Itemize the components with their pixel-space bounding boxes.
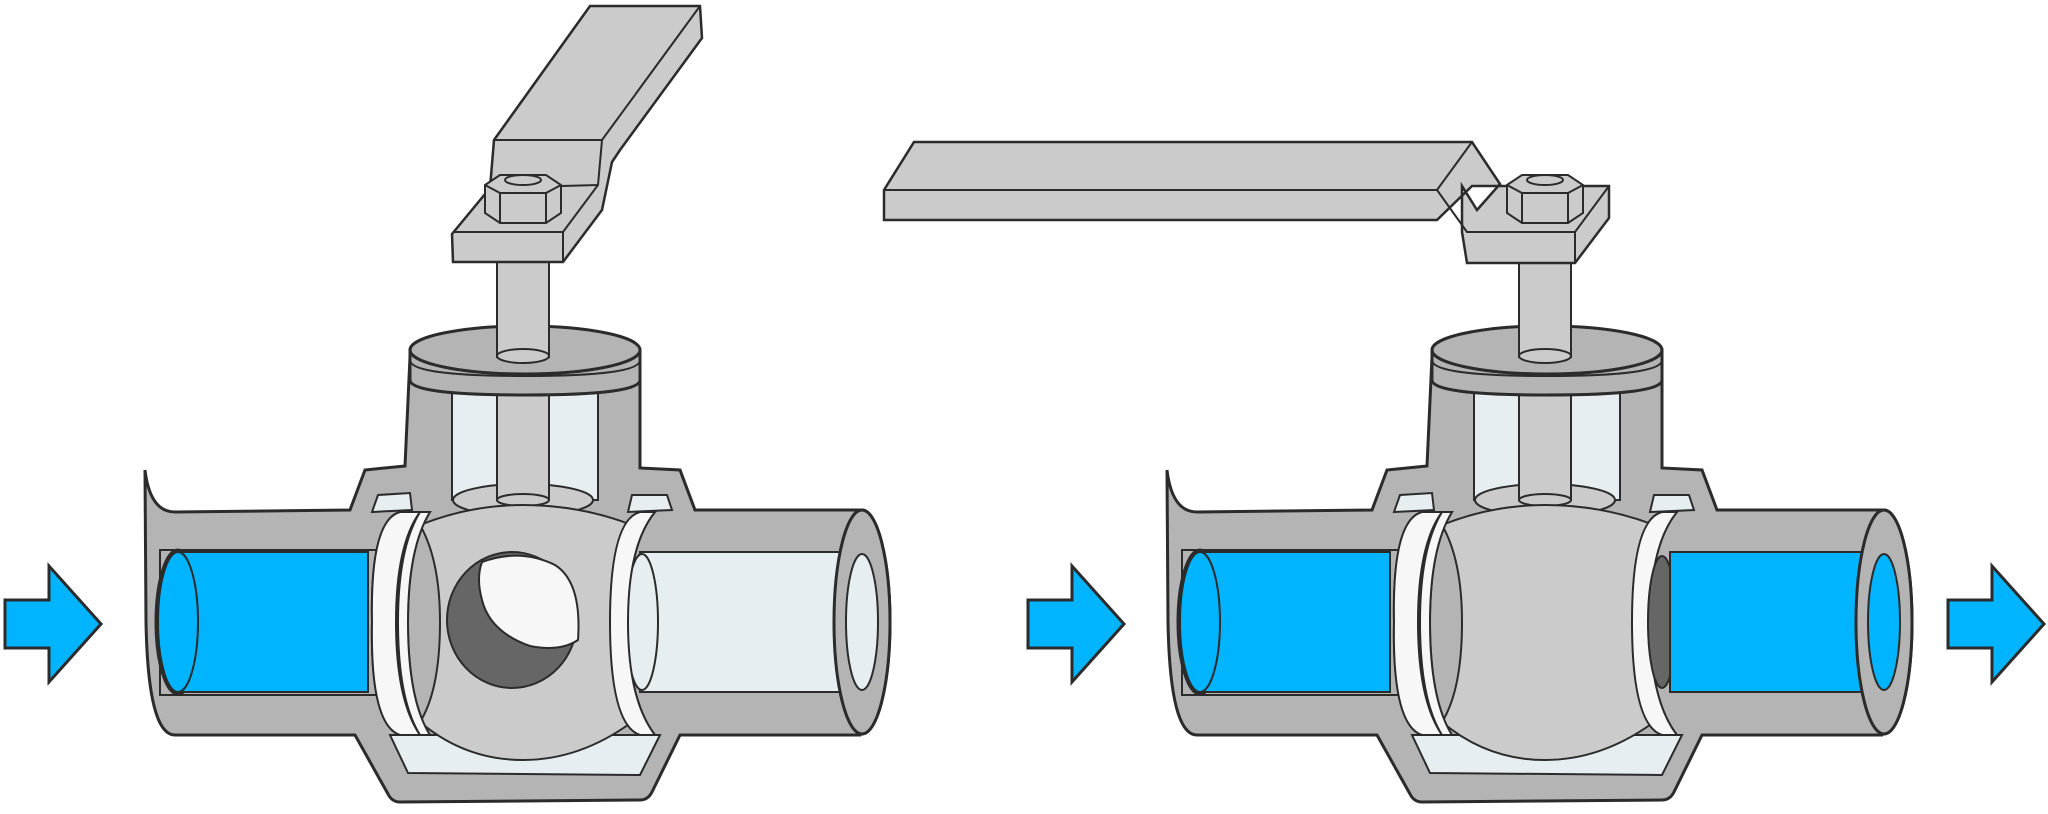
left-seat-ring-inner-open [1418,511,1454,736]
left-seat-ring-outer-open [1392,511,1444,736]
inlet-arrow-left [3,564,103,684]
closed-upstream-fluid [177,551,369,693]
left-seat-ring-inner-closed [396,511,432,736]
stem-upper [496,261,550,358]
left-seat-ring-outer-closed [370,511,422,736]
handle-nut [484,174,562,224]
closed-upstream-fluid-face [157,551,199,693]
stem-upper-cap-open [1518,348,1572,364]
open-downstream-fluid [1669,551,1873,693]
valve-closed [143,4,892,804]
handle-lever-raised [450,4,704,264]
outlet-arrow [1946,564,2046,684]
handle-lever-flat [882,140,1611,265]
open-upstream-fluid-face [1179,551,1221,693]
ball-open [1440,503,1656,762]
valve-open [882,140,1914,804]
stem-upper-open [1518,261,1572,358]
handle-nut-open [1506,174,1584,224]
handle-lever-flat-top [884,141,1610,263]
inlet-arrow-right [1026,564,1126,684]
open-downstream-fluid-face [1867,553,1901,691]
closed-downstream-chamber [639,551,851,693]
right-seat-ring-closed [608,511,658,736]
closed-downstream-opening [845,553,879,691]
ball-bore-highlight [478,554,580,649]
open-upstream-fluid [1199,551,1391,693]
stem-upper-cap [496,348,550,364]
handle-lever-raised-top [453,5,701,262]
